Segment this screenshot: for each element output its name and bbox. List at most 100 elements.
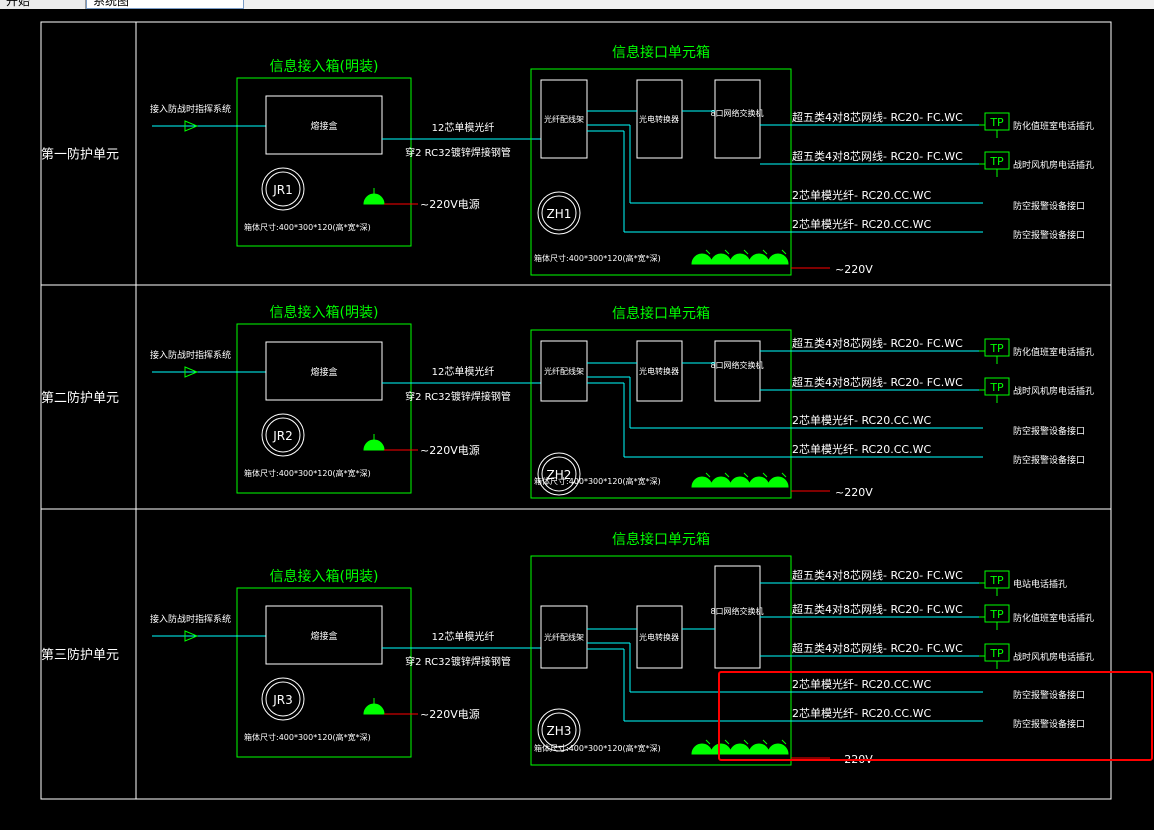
destination-label: 战时风机房电话插孔 — [1013, 159, 1094, 171]
access-box-frame — [236, 323, 412, 494]
tp-label: TP — [989, 116, 1004, 129]
power-outlet-icon — [729, 743, 751, 755]
odf-label: 光纤配线架 — [544, 114, 584, 124]
box-size-label: 箱体尺寸:400*300*120(高*宽*深) — [244, 732, 371, 742]
power-outlet-icon — [363, 193, 385, 205]
destination-label: 防空报警设备接口 — [1013, 200, 1085, 212]
converter-label: 光电转换器 — [639, 632, 679, 642]
splice-box — [265, 341, 383, 401]
tab-start[interactable]: 开始 — [0, 0, 86, 9]
switch-label: 8口网络交换机 — [710, 606, 763, 616]
arrow-icon — [184, 630, 199, 642]
external-system-label: 接入防战时指挥系统 — [150, 103, 231, 115]
destination-label: 防空报警设备接口 — [1013, 689, 1085, 701]
info-interface-box: 信息接口单元箱光纤配线架光电转换器8口网络交换机ZH1箱体尺寸:400*300*… — [530, 44, 873, 276]
destination-label: 防化值班室电话插孔 — [1013, 120, 1094, 132]
row-label: 第三防护单元 — [41, 647, 119, 663]
jr-label: JR3 — [272, 693, 293, 707]
output-circuit: 2芯单模光纤- RC20.CC.WC 防空报警设备接口 — [587, 124, 1085, 212]
switch-label: 8口网络交换机 — [710, 108, 763, 118]
media-converter — [636, 79, 683, 159]
zh-label: ZH3 — [547, 724, 572, 738]
destination-label: 防化值班室电话插孔 — [1013, 612, 1094, 624]
fiber-label: 12芯单模光纤 — [432, 365, 495, 378]
access-box-frame — [236, 587, 412, 758]
network-switch — [714, 79, 761, 159]
row-label: 第二防护单元 — [41, 390, 119, 406]
power-outlet-icon — [710, 743, 732, 755]
interface-box-frame — [530, 329, 792, 499]
power-outlet-pin — [762, 472, 768, 478]
info-access-box: 信息接入箱(明装)接入防战时指挥系统熔接盒JR3~220V电源箱体尺寸:400*… — [150, 568, 480, 758]
cable-label: 2芯单模光纤- RC20.CC.WC — [792, 442, 931, 456]
output-circuit: 超五类4对8芯网线- RC20- FC.WC TP 防化值班室电话插孔 — [760, 110, 1094, 138]
power-outlet-icon — [691, 743, 713, 755]
cable-label: 超五类4对8芯网线- RC20- FC.WC — [792, 110, 963, 124]
power-outlet-icon — [710, 476, 732, 488]
power-outlet-icon — [363, 439, 385, 451]
switch-label: 8口网络交换机 — [710, 360, 763, 370]
power-outlet-icon — [767, 743, 789, 755]
power-outlet-icon — [691, 476, 713, 488]
destination-label: 电站电话插孔 — [1013, 578, 1067, 590]
power-outlet-pin — [743, 472, 749, 478]
interface-box-title: 信息接口单元箱 — [612, 44, 710, 61]
destination-label: 防空报警设备接口 — [1013, 229, 1085, 241]
tp-label: TP — [989, 342, 1004, 355]
power-outlet-pin — [762, 249, 768, 255]
info-interface-box: 信息接口单元箱光纤配线架光电转换器8口网络交换机ZH3箱体尺寸:400*300*… — [530, 531, 873, 766]
splice-box — [265, 605, 383, 665]
cable-label: 超五类4对8芯网线- RC20- FC.WC — [792, 568, 963, 582]
destination-label: 防空报警设备接口 — [1013, 425, 1085, 437]
cable-label: 2芯单模光纤- RC20.CC.WC — [792, 413, 931, 427]
fiber-label: 12芯单模光纤 — [432, 121, 495, 134]
power-outlet-icon — [691, 253, 713, 265]
zh-label: ZH2 — [547, 468, 572, 482]
tab-label: 开始 — [6, 0, 31, 8]
jr-terminal-circle — [261, 677, 305, 721]
fiber-distribution-frame — [540, 79, 588, 159]
access-box-frame — [236, 77, 412, 247]
power-outlet-pin — [724, 739, 730, 745]
power-outlet-icon — [729, 253, 751, 265]
media-converter — [636, 340, 683, 402]
access-box-title: 信息接入箱(明装) — [270, 58, 379, 75]
media-converter — [636, 605, 683, 669]
info-access-box: 信息接入箱(明装)接入防战时指挥系统熔接盒JR2~220V电源箱体尺寸:400*… — [150, 304, 480, 494]
output-circuit: 2芯单模光纤- RC20.CC.WC 防空报警设备接口 — [587, 648, 1085, 730]
protection-unit-2: 第二防护单元 信息接入箱(明装)接入防战时指挥系统熔接盒JR2~220V电源箱体尺… — [41, 304, 1094, 499]
tp-label: TP — [989, 608, 1004, 621]
cable-label: 超五类4对8芯网线- RC20- FC.WC — [792, 149, 963, 163]
fiber-label: 12芯单模光纤 — [432, 630, 495, 643]
jr-terminal-circle — [261, 167, 305, 211]
fiber-distribution-frame — [540, 605, 588, 669]
power-label: ~220V电源 — [420, 197, 480, 211]
converter-label: 光电转换器 — [639, 114, 679, 124]
zh-terminal-circle — [537, 452, 581, 496]
output-circuit: 超五类4对8芯网线- RC20- FC.WC TP 电站电话插孔 — [760, 568, 1067, 596]
cable-label: 2芯单模光纤- RC20.CC.WC — [792, 706, 931, 720]
power-outlet-icon — [767, 253, 789, 265]
tp-label: TP — [989, 574, 1004, 587]
tp-label: TP — [989, 381, 1004, 394]
fiber-conduit-label: 穿2 RC32镀锌焊接钢管 — [405, 146, 511, 159]
power-outlet-icon — [363, 703, 385, 715]
protection-unit-3: 第三防护单元 信息接入箱(明装)接入防战时指挥系统熔接盒JR3~220V电源箱体尺… — [41, 531, 1094, 766]
power-outlet-pin — [762, 739, 768, 745]
cable-label: 超五类4对8芯网线- RC20- FC.WC — [792, 641, 963, 655]
cable-label: 2芯单模光纤- RC20.CC.WC — [792, 188, 931, 202]
power-outlet-icon — [729, 476, 751, 488]
protection-unit-1: 第一防护单元信息接入箱(明装)接入防战时指挥系统熔接盒JR1~220V电源箱体尺… — [41, 44, 1094, 276]
tab-drawing[interactable]: 系统图 — [86, 0, 244, 9]
power-outlet-icon — [748, 743, 770, 755]
interface-box-frame — [530, 68, 792, 276]
box-size-label: 箱体尺寸:400*300*120(高*宽*深) — [244, 222, 371, 232]
zh-terminal-circle — [537, 191, 581, 235]
